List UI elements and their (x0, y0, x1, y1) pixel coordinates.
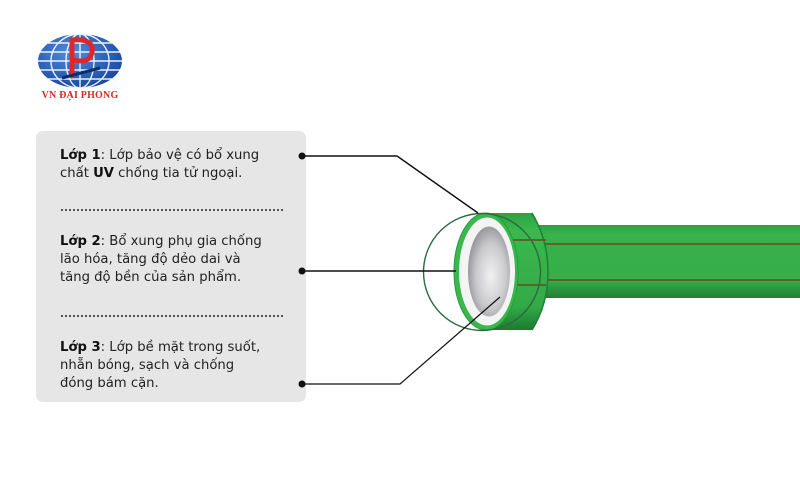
layer-2-description: Lớp 2: Bổ xung phụ gia chống lão hóa, tă… (60, 234, 262, 285)
company-logo: VN ĐẠI PHONG (30, 32, 130, 104)
dotted-separator (61, 315, 283, 317)
layer-3-label: Lớp 3 (60, 340, 101, 355)
leader-line-layer-3 (302, 296, 501, 385)
layer-2-label: Lớp 2 (60, 234, 101, 249)
leader-dot-layer-1 (298, 152, 306, 160)
leader-line-layer-1 (302, 155, 479, 214)
pipe-magnified-end (453, 212, 549, 331)
layer-description-panel: Lớp 1: Lớp bảo vệ có bổ xung chất UV chố… (36, 131, 306, 402)
layer-1-label: Lớp 1 (60, 148, 101, 163)
dotted-separator (61, 209, 283, 211)
globe-p-logo-icon (38, 33, 122, 89)
pipe-body (520, 225, 800, 298)
logo-brand-text: VN ĐẠI PHONG (41, 90, 119, 101)
layer-1-description: Lớp 1: Lớp bảo vệ có bổ xung chất UV chố… (60, 148, 260, 181)
leader-dot-layer-3 (298, 380, 306, 388)
magnifier-circle (422, 212, 542, 332)
layer-3-description: Lớp 3: Lớp bề mặt trong suốt, nhẵn bóng,… (60, 340, 261, 391)
leader-dot-layer-2 (298, 267, 306, 275)
